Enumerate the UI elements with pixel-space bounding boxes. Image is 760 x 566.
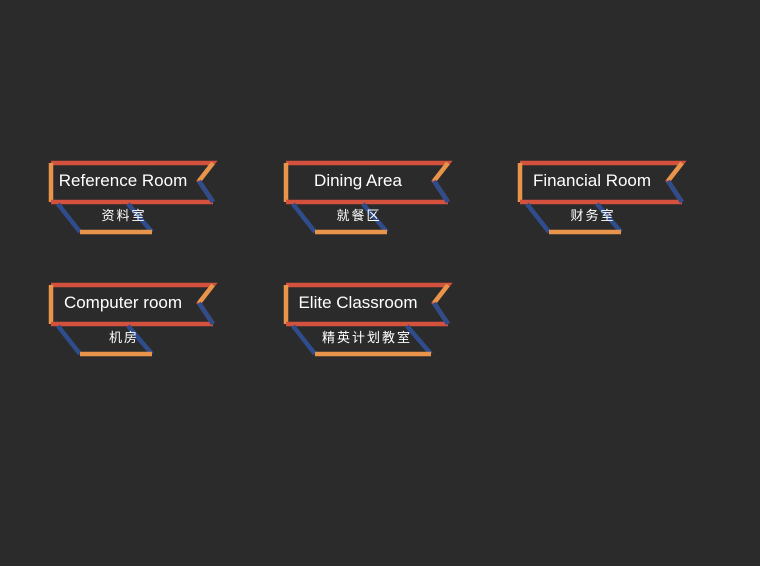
sign-chinese-label: 资料室 xyxy=(101,207,147,223)
sign-english-label: Elite Classroom xyxy=(298,293,418,312)
sign-financial-room: Financial Room 财务室 xyxy=(517,160,687,240)
sign-english-label: Dining Area xyxy=(314,171,402,190)
sign-dining-area: Dining Area 就餐区 xyxy=(283,160,453,240)
sign-reference-room: Reference Room 资料室 xyxy=(48,160,218,240)
sign-english-label: Reference Room xyxy=(58,171,188,190)
ribbon-frame-icon xyxy=(283,282,453,357)
sign-chinese-label: 就餐区 xyxy=(336,207,382,223)
sign-chinese-label: 机房 xyxy=(108,329,139,345)
ribbon-frame-icon xyxy=(48,282,218,357)
sign-chinese-label: 财务室 xyxy=(570,207,616,223)
sign-english-label: Financial Room xyxy=(532,171,652,190)
ribbon-frame-icon xyxy=(283,160,453,235)
sign-chinese-label: 精英计划教室 xyxy=(321,329,412,345)
sign-computer-room: Computer room 机房 xyxy=(48,282,218,362)
sign-elite-classroom: Elite Classroom 精英计划教室 xyxy=(283,282,453,362)
ribbon-frame-icon xyxy=(48,160,218,235)
sign-english-label: Computer room xyxy=(63,293,183,312)
ribbon-frame-icon xyxy=(517,160,687,235)
